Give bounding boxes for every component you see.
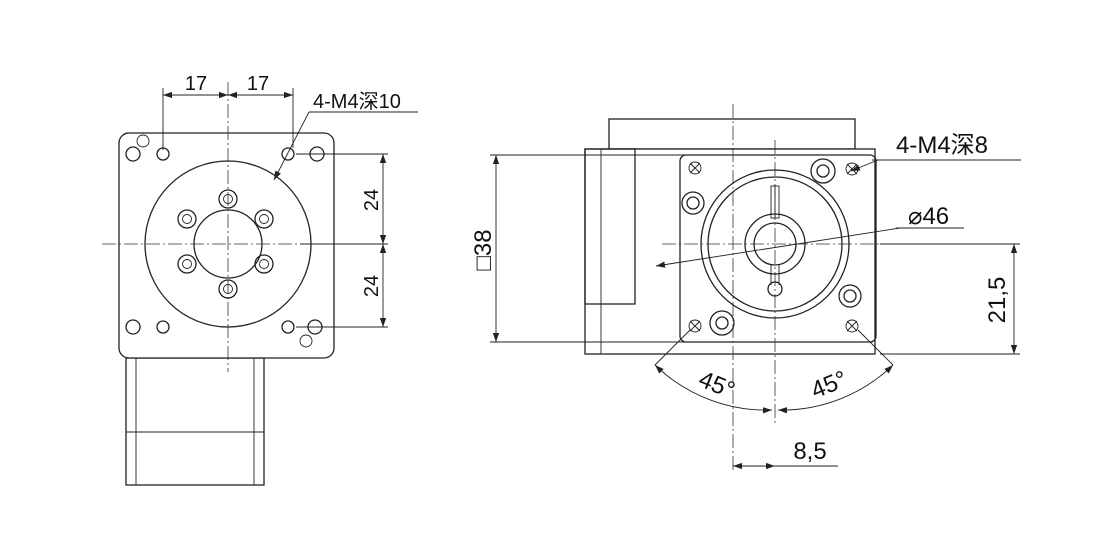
thread-note-4-m4-depth-10: 4-M4深10 [313,90,401,113]
inner-bolt-holes [177,189,274,299]
dim-24-upper: 24 [361,189,383,211]
dim-17-right: 17 [247,73,269,95]
top-dimensions: 17 17 [162,73,294,150]
dim-21-5: 21,5 [984,277,1011,324]
thread-note-4-m4-depth-8: 4-M4深8 [896,132,988,159]
clamp-ring-outer [700,169,850,319]
flange-outline [118,132,335,359]
motor-body [125,357,265,486]
dim-diameter-46: ⌀46 [908,203,949,230]
dim-17-left: 17 [185,73,207,95]
dim-angle-45-left: 45° [695,366,739,405]
bolt-heads [681,158,862,336]
square-plate [679,154,877,343]
dim-8-5: 8,5 [793,438,826,465]
right-dimensions: 24 24 [296,153,388,328]
housing [584,148,876,355]
dim-24-lower: 24 [361,275,383,297]
shaft-bore [744,213,806,275]
dim-square-38: □38 [470,229,497,270]
center-bore [193,209,263,279]
front-view: 17 17 4-M4深10 24 24 [102,73,418,486]
clamp-ring-inner [707,176,843,312]
side-block [584,148,636,305]
dim-angle-45-right: 45° [807,366,851,405]
top-cap [608,118,856,150]
thread-note-left: 4-M4深10 [273,90,418,181]
rear-view: ⌀46 4-M4深8 □38 21,5 45° 45° 8,5 [470,104,1021,472]
